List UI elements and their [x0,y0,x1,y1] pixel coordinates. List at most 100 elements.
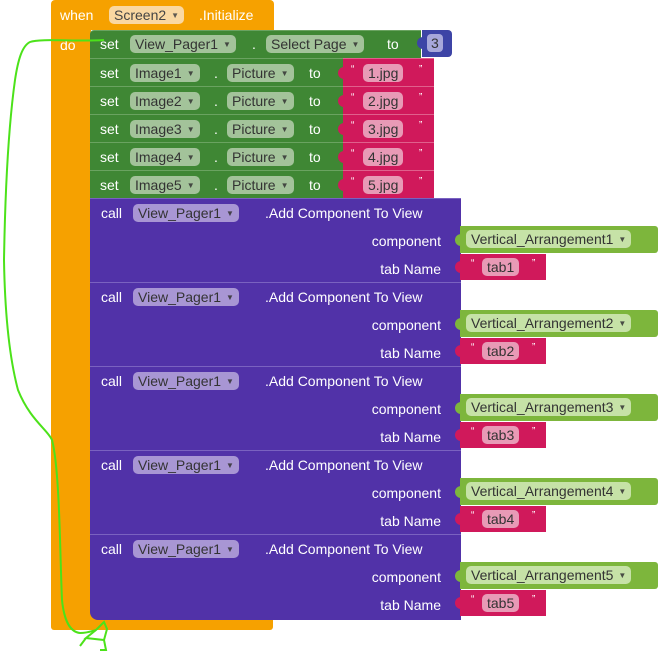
property-dropdown[interactable]: Picture▼ [227,148,294,166]
component-dropdown-value: View_Pager1 [138,457,222,473]
component-dropdown[interactable]: Image5 ▼ [130,176,200,194]
dropdown-arrow-icon: ▼ [186,153,195,162]
text-block[interactable]: “ tab2 ” [455,338,546,364]
component-dropdown[interactable]: View_Pager1 ▼ [133,456,239,474]
text-field[interactable]: 5.jpg [363,176,404,194]
open-quote: “ [471,342,475,353]
text-field[interactable]: tab4 [482,510,520,528]
set-image-picture-block[interactable]: set Image1▼ . Picture▼ to [90,58,343,86]
property-dropdown[interactable]: Picture▼ [227,64,294,82]
text-field[interactable]: tab3 [482,426,520,444]
property-dropdown[interactable]: Picture▼ [227,176,294,194]
property-dropdown[interactable]: Picture▼ [227,120,294,138]
component-dropdown[interactable]: View_Pager1▼ [133,540,239,558]
component-block[interactable]: Vertical_Arrangement2▼ [455,310,658,337]
close-quote: ” [419,176,423,187]
set-image-picture-block[interactable]: set Image3▼ . Picture▼ to [90,114,343,142]
component-block-dropdown[interactable]: Vertical_Arrangement1▼ [466,230,632,248]
text-field[interactable]: tab2 [482,342,520,360]
set-keyword: set [100,149,119,165]
set-keyword: set [100,36,119,52]
input-plug [455,486,461,498]
component-param-label: component [371,317,441,333]
component-dropdown[interactable]: Image1▼ [130,64,200,82]
component-dropdown-value: Image5 [135,177,182,193]
component-dropdown[interactable]: Image4 ▼ [130,148,200,166]
text-block[interactable]: “ tab1 ” [455,254,546,280]
text-block[interactable]: “ tab4 ” [455,506,546,532]
component-block[interactable]: Vertical_Arrangement4▼ [455,478,658,505]
component-dropdown-value: View_Pager1 [138,205,222,221]
text-field[interactable]: tab5 [482,594,520,612]
open-quote: “ [351,92,355,103]
component-dropdown-value: View_Pager1 [138,373,222,389]
dropdown-arrow-icon: ▼ [280,153,289,162]
dropdown-arrow-icon: ▼ [223,40,231,49]
component-dropdown[interactable]: View_Pager1▼ [130,35,236,53]
text-field[interactable]: 4.jpg [363,148,404,166]
close-quote: ” [532,342,536,353]
component-block-dropdown[interactable]: Vertical_Arrangement5▼ [466,566,632,584]
text-block[interactable]: “ tab3 ” [455,422,546,448]
component-dropdown-value: Image4 [135,149,182,165]
dropdown-arrow-icon: ▼ [280,69,289,78]
call-add-component-block[interactable]: call View_Pager1▼ .Add Component To View… [90,366,461,450]
text-field[interactable]: 3.jpg [363,120,404,138]
call-add-component-block[interactable]: call View_Pager1▼ .Add Component To View… [90,534,461,620]
property-dropdown[interactable]: Picture▼ [227,92,294,110]
dot-separator: . [214,177,218,193]
to-keyword: to [309,93,321,109]
set-keyword: set [100,177,119,193]
close-quote: ” [419,92,423,103]
number-field[interactable]: 3 [427,34,443,52]
text-block[interactable]: “ tab5 ” [455,590,546,616]
component-dropdown[interactable]: View_Pager1▼ [133,288,239,306]
component-dropdown[interactable]: Image3▼ [130,120,200,138]
text-field[interactable]: 2.jpg [363,92,404,110]
component-block-dropdown[interactable]: Vertical_Arrangement2▼ [466,314,632,332]
set-keyword: set [100,65,119,81]
call-add-component-block[interactable]: call View_Pager1▼ .Add Component To View… [90,450,461,534]
component-block[interactable]: Vertical_Arrangement3▼ [455,394,658,421]
number-block[interactable]: 3 [417,30,452,57]
to-keyword: to [309,177,321,193]
set-image-picture-block[interactable]: set Image5 ▼ . Picture▼ to [90,170,343,198]
component-block[interactable]: Vertical_Arrangement5▼ [455,562,658,589]
screen-dropdown[interactable]: Screen2▼ [109,6,185,24]
text-block[interactable]: “ 3.jpg ” [338,114,434,142]
component-param-label: component [371,233,441,249]
text-block[interactable]: “ 1.jpg ” [338,58,434,86]
input-plug [338,67,344,79]
text-block[interactable]: “ 2.jpg ” [338,86,434,114]
dropdown-arrow-icon: ▼ [226,461,234,470]
open-quote: “ [471,594,475,605]
component-dropdown[interactable]: View_Pager1▼ [133,204,239,222]
component-block-dropdown[interactable]: Vertical_Arrangement4▼ [466,482,632,500]
set-image-picture-block[interactable]: set Image4▼ . Picture▼ to [90,142,343,170]
set-keyword: set [100,121,119,137]
event-block-header[interactable]: when Screen2▼ .Initialize [51,0,274,30]
call-add-component-block[interactable]: call View_Pager1▼ .Add Component To View… [90,198,461,282]
text-block[interactable]: “ 5.jpg ” [338,170,434,198]
component-dropdown-value: Image2 [135,93,182,109]
set-image-picture-block[interactable]: set Image2▼ . Picture▼ to [90,86,343,114]
component-dropdown[interactable]: View_Pager1▼ [133,372,239,390]
dropdown-arrow-icon: ▼ [226,293,234,302]
to-keyword: to [309,65,321,81]
set-select-page-block[interactable]: set View_Pager1▼ . Select Page▼ to [90,30,421,58]
component-block-value: Vertical_Arrangement1 [471,231,614,247]
input-plug [455,402,461,414]
call-add-component-block[interactable]: call View_Pager1▼ .Add Component To View… [90,282,461,366]
input-plug [455,429,461,441]
component-dropdown[interactable]: Image2▼ [130,92,200,110]
text-field[interactable]: tab1 [482,258,520,276]
property-dropdown[interactable]: Select Page▼ [266,35,365,53]
text-field[interactable]: 1.jpg [363,64,404,82]
event-name: .Initialize [199,7,254,23]
component-block-value: Vertical_Arrangement3 [471,399,614,415]
text-block[interactable]: “ 4.jpg ” [338,142,434,170]
dropdown-arrow-icon: ▼ [186,181,195,190]
component-block-dropdown[interactable]: Vertical_Arrangement3▼ [466,398,632,416]
tab-name-param-label: tab Name [380,429,441,445]
component-block[interactable]: Vertical_Arrangement1▼ [455,226,658,253]
